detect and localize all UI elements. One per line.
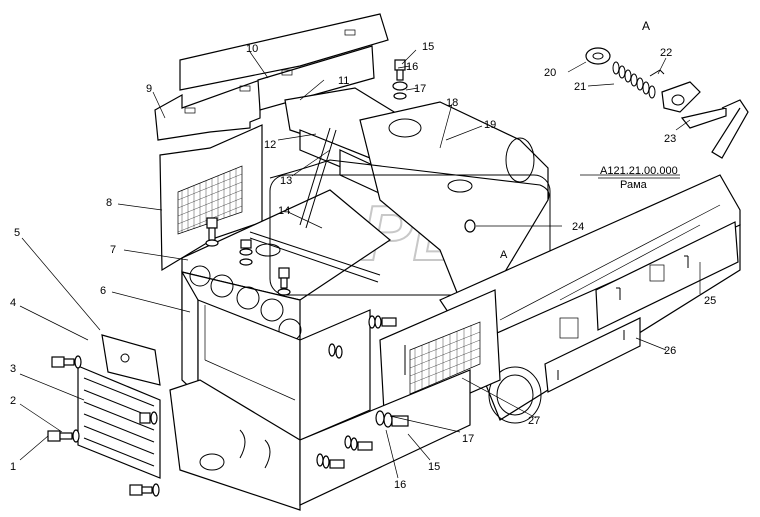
lower-base bbox=[169, 369, 471, 511]
callout-15-top: 15 bbox=[422, 41, 434, 53]
callout-8: 8 bbox=[106, 197, 112, 209]
callout-19: 19 bbox=[484, 119, 496, 131]
upper-chassis bbox=[269, 101, 551, 301]
callout-16-bottom: 16 bbox=[394, 479, 406, 491]
callout-a-marker: A bbox=[500, 249, 508, 261]
callout-7: 7 bbox=[110, 244, 116, 256]
callout-labels: 1 2 3 4 5 6 7 8 9 10 11 12 13 14 15 16 1… bbox=[10, 19, 716, 491]
assembly-code: А121.21.00.000 bbox=[600, 165, 678, 177]
callout-21: 21 bbox=[574, 81, 586, 93]
callout-12: 12 bbox=[264, 139, 276, 151]
rama-frame bbox=[439, 174, 741, 424]
callout-24: 24 bbox=[572, 221, 584, 233]
callout-18: 18 bbox=[446, 97, 458, 109]
callout-3: 3 bbox=[10, 363, 16, 375]
callout-22: 22 bbox=[660, 47, 672, 59]
panel-9-10 bbox=[154, 13, 389, 141]
leader-lines bbox=[19, 49, 701, 479]
callout-10: 10 bbox=[246, 43, 258, 55]
view-label: A bbox=[642, 19, 650, 33]
bolts bbox=[47, 59, 476, 497]
callout-4: 4 bbox=[10, 297, 16, 309]
callout-15-bottom: 15 bbox=[428, 461, 440, 473]
callout-27: 27 bbox=[528, 415, 540, 427]
callout-5: 5 bbox=[14, 227, 20, 239]
callout-17-top: 17 bbox=[414, 83, 426, 95]
callout-9: 9 bbox=[146, 83, 152, 95]
detail-view-a bbox=[585, 47, 749, 159]
assembly-name: Рама bbox=[620, 179, 648, 191]
louvre-grille bbox=[77, 334, 161, 479]
callout-23: 23 bbox=[664, 133, 676, 145]
callout-14: 14 bbox=[278, 205, 290, 217]
callout-16-top: 16 bbox=[406, 61, 418, 73]
callout-17-bottom: 17 bbox=[462, 433, 474, 445]
callout-1: 1 bbox=[10, 461, 16, 473]
callout-11: 11 bbox=[338, 75, 349, 87]
callout-26: 26 bbox=[664, 345, 676, 357]
callout-25: 25 bbox=[704, 295, 716, 307]
callout-13: 13 bbox=[280, 175, 292, 187]
callout-2: 2 bbox=[10, 395, 16, 407]
callout-6: 6 bbox=[100, 285, 106, 297]
callout-20: 20 bbox=[544, 67, 556, 79]
